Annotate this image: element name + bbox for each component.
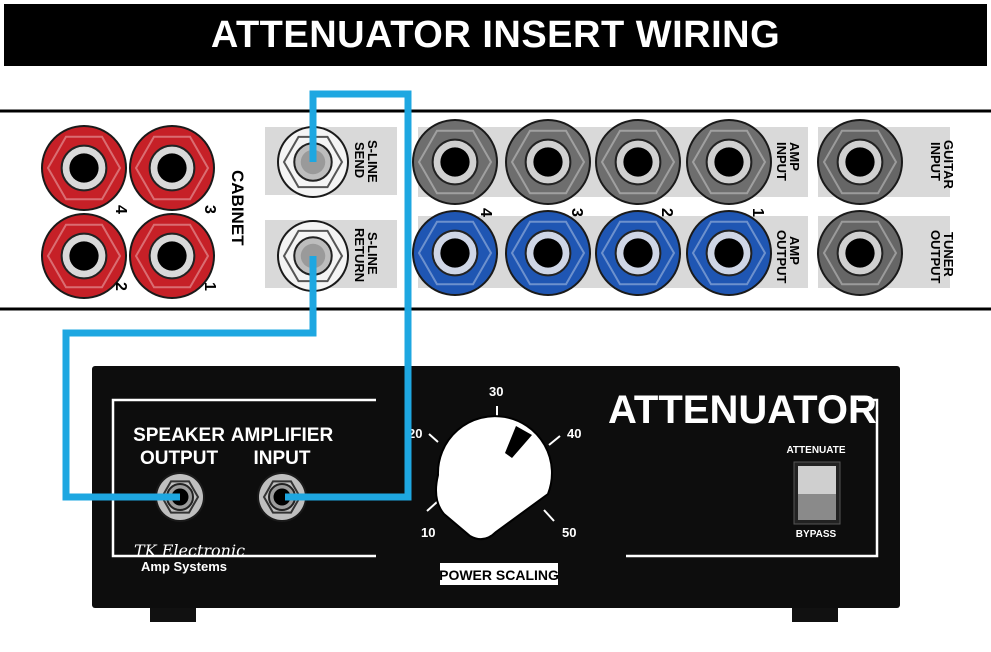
amp-input-label-1: AMP bbox=[787, 142, 802, 171]
amp-output-jack-1[interactable] bbox=[686, 210, 772, 296]
s-line-send-label-2: SEND bbox=[352, 142, 367, 178]
attenuator-unit: ATTENUATOR SPEAKER OUTPUT AMPLIFIER INPU… bbox=[92, 366, 900, 622]
guitar-input-label-2: INPUT bbox=[928, 142, 943, 181]
amp-output-jack-3[interactable] bbox=[505, 210, 591, 296]
panel-labels: CABINET 4 3 2 1 S-LINE SEND S-LINE RETUR… bbox=[112, 140, 956, 291]
switch-label-bypass: BYPASS bbox=[796, 529, 837, 540]
knob-scale-50: 50 bbox=[562, 525, 576, 540]
tuner-output-jack[interactable] bbox=[817, 210, 903, 296]
channel-number-2: 2 bbox=[658, 208, 675, 217]
cabinet-label: CABINET bbox=[228, 170, 247, 246]
attenuator-name: ATTENUATOR bbox=[608, 388, 877, 432]
knob-scale-30: 30 bbox=[489, 384, 503, 399]
amp-input-jack-2[interactable] bbox=[595, 119, 681, 205]
amp-output-jack-4[interactable] bbox=[412, 210, 498, 296]
cabinet-number-3: 3 bbox=[201, 205, 218, 214]
cabinet-number-1: 1 bbox=[201, 282, 218, 291]
channel-number-3: 3 bbox=[568, 208, 585, 217]
amp-output-label-1: AMP bbox=[787, 236, 802, 265]
cabinet-jack-3[interactable] bbox=[129, 125, 215, 211]
speaker-output-label-1: SPEAKER bbox=[133, 425, 225, 446]
amp-input-jack-3[interactable] bbox=[505, 119, 591, 205]
knob-scale-ticks bbox=[426, 406, 561, 522]
s-line-send-label-1: S-LINE bbox=[365, 140, 380, 183]
amp-input-label-2: INPUT bbox=[774, 142, 789, 181]
amplifier-input-label-2: INPUT bbox=[254, 448, 311, 469]
guitar-input-label-1: GUITAR bbox=[941, 140, 956, 189]
cabinet-number-4: 4 bbox=[112, 205, 129, 214]
knob-scale-40: 40 bbox=[567, 426, 581, 441]
s-line-return-label-1: S-LINE bbox=[365, 232, 380, 275]
cable-send-to-amplifier-input bbox=[285, 90, 412, 501]
amp-output-label-2: OUTPUT bbox=[774, 230, 789, 284]
knob-scale-10: 10 bbox=[421, 525, 435, 540]
channel-number-1: 1 bbox=[749, 208, 766, 217]
amplifier-input-jack[interactable] bbox=[257, 472, 307, 522]
attenuate-bypass-switch[interactable] bbox=[793, 461, 841, 525]
channel-number-4: 4 bbox=[477, 208, 494, 217]
tuner-output-label-2: OUTPUT bbox=[928, 230, 943, 284]
switch-label-attenuate: ATTENUATE bbox=[786, 445, 845, 456]
knob-scale-20: 20 bbox=[408, 426, 422, 441]
amp-input-jack-4[interactable] bbox=[412, 119, 498, 205]
cabinet-jack-4[interactable] bbox=[41, 125, 127, 211]
cabinet-number-2: 2 bbox=[112, 282, 129, 291]
cable-speaker-output-to-return bbox=[62, 256, 317, 501]
amp-output-jack-2[interactable] bbox=[595, 210, 681, 296]
speaker-output-label-2: OUTPUT bbox=[140, 448, 219, 469]
brand-line-1: TK Electronic bbox=[134, 541, 245, 560]
title-bar: ATTENUATOR INSERT WIRING bbox=[4, 4, 987, 66]
amplifier-input-label-1: AMPLIFIER bbox=[231, 425, 334, 446]
guitar-input-jack[interactable] bbox=[817, 119, 903, 205]
cables bbox=[62, 90, 412, 501]
knob-label: POWER SCALING bbox=[439, 567, 559, 583]
cabinet-jack-2[interactable] bbox=[41, 213, 127, 299]
page-title: ATTENUATOR INSERT WIRING bbox=[210, 14, 781, 56]
power-scaling-knob[interactable] bbox=[435, 415, 553, 541]
tuner-output-label-1: TUNER bbox=[941, 232, 956, 277]
amp-input-jack-1[interactable] bbox=[686, 119, 772, 205]
s-line-return-label-2: RETURN bbox=[352, 228, 367, 282]
brand-line-2: Amp Systems bbox=[141, 559, 227, 574]
cabinet-jack-1[interactable] bbox=[129, 213, 215, 299]
